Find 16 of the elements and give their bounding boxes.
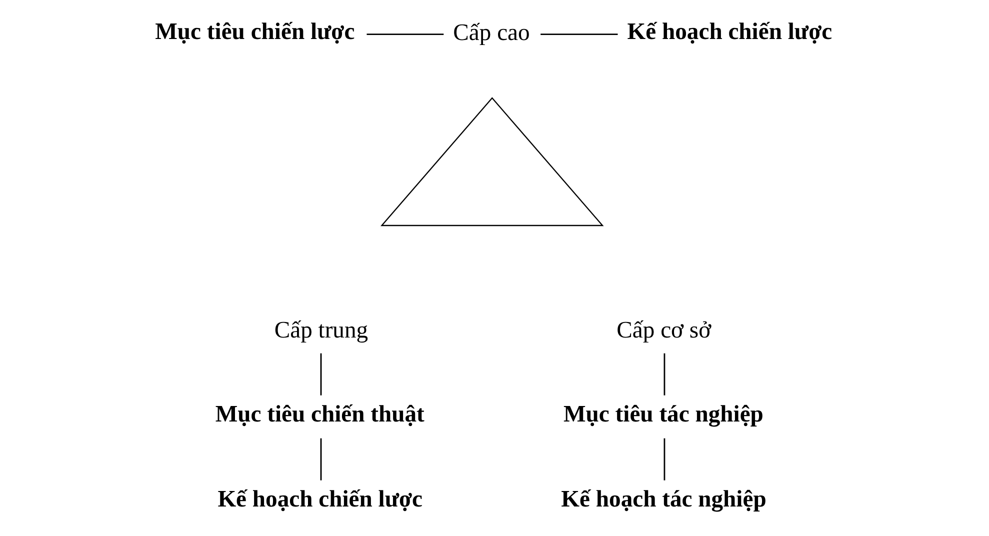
node-text: Cấp cơ sở	[616, 318, 712, 344]
node-text: Kế hoạch tác nghiệp	[561, 486, 766, 512]
node-text: Mục tiêu tác nghiệp	[564, 401, 764, 428]
connector	[366, 34, 444, 35]
node-triangle	[380, 97, 604, 226]
connector	[320, 353, 322, 396]
node-text: Kế hoạch chiến lược	[218, 486, 423, 512]
node-text: Mục tiêu chiến lược	[155, 19, 355, 46]
connector	[320, 438, 322, 480]
connector	[664, 438, 666, 480]
node-text: Kế hoạch chiến lược	[627, 19, 832, 46]
connector	[664, 353, 666, 396]
connector	[540, 34, 618, 35]
node-text: Mục tiêu chiến thuật	[215, 401, 424, 428]
node-text: Cấp trung	[274, 318, 368, 344]
node-text: Cấp cao	[453, 20, 530, 46]
